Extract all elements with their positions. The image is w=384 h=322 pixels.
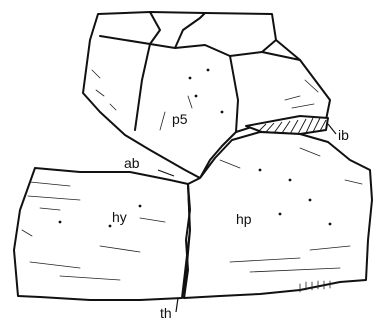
label-hy: hy: [112, 209, 127, 225]
th-leader: [176, 298, 178, 312]
hyoplastron-outline: [14, 168, 190, 300]
label-ib: ib: [338, 127, 349, 143]
label-p5: p5: [172, 111, 188, 127]
label-hp: hp: [236, 211, 252, 227]
label-th: th: [160, 305, 172, 321]
label-ab: ab: [124, 155, 140, 171]
ib-leader: [328, 124, 336, 134]
ab-leader: [158, 170, 174, 176]
